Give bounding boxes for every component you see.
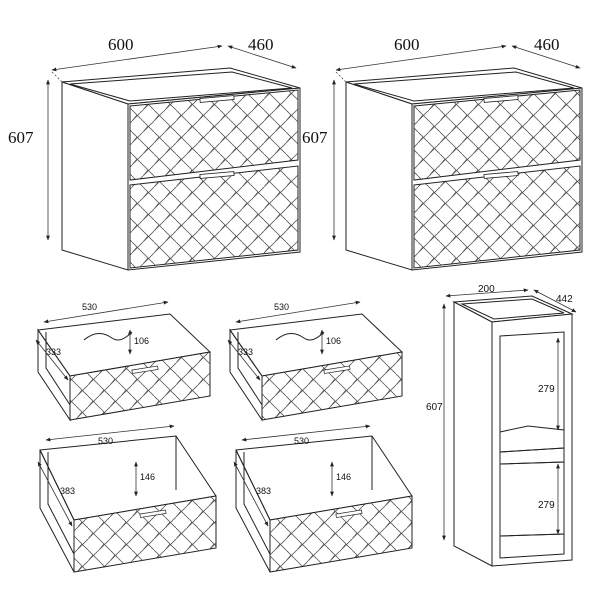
cabinet-1-width-label: 600 — [108, 35, 134, 54]
drawer-1-front — [69, 351, 211, 421]
drawer-4: 530 383 146 — [233, 424, 413, 573]
drawer-2: 530 333 106 — [227, 300, 404, 422]
side-unit: 200 442 607 279 279 — [426, 284, 577, 567]
cabinet-1-lower-drawer-front — [129, 165, 299, 269]
drawer-2-width-label: 530 — [274, 302, 289, 312]
drawer-3-width-label: 530 — [98, 436, 113, 446]
drawer-2-height-label: 106 — [326, 336, 341, 346]
side-unit-side-panel — [453, 301, 493, 567]
cabinet-1-upper-handle — [199, 95, 235, 103]
cabinet-2-upper-handle — [483, 95, 519, 103]
drawer-2-handle — [323, 365, 351, 374]
cabinet-2-upper-drawer-front — [413, 89, 581, 181]
drawer-1-handle — [131, 365, 159, 374]
drawer-1: 530 333 106 — [35, 300, 212, 422]
cabinet-2-lower-drawer-front — [413, 165, 581, 269]
side-unit-width-label: 200 — [478, 284, 495, 295]
cabinet-2-depth-label: 460 — [534, 35, 560, 54]
drawer-1-width-label: 530 — [82, 302, 97, 312]
drawer-2-front — [261, 351, 403, 421]
side-unit-upper-compartment-label: 279 — [538, 384, 555, 395]
cabinet-1: 600 460 607 — [8, 35, 301, 271]
cabinet-1-side-panel — [61, 81, 129, 271]
drawer-4-width-label: 530 — [294, 436, 309, 446]
side-unit-lower-compartment-label: 279 — [538, 500, 555, 511]
drawer-4-depth-label: 383 — [256, 486, 271, 496]
drawer-3-front — [73, 495, 217, 573]
drawer-1-depth-label: 333 — [46, 347, 61, 357]
cabinet-1-depth-label: 460 — [248, 35, 274, 54]
side-unit-depth-label: 442 — [556, 294, 573, 305]
cabinet-2-side-panel — [345, 81, 413, 271]
cabinet-1-upper-drawer-front — [129, 89, 299, 181]
cabinet-2-width-label: 600 — [394, 35, 420, 54]
cabinet-2-lower-handle — [483, 171, 519, 179]
drawer-2-depth-label: 333 — [238, 347, 253, 357]
drawer-3-handle — [139, 509, 167, 518]
side-unit-height-label: 607 — [426, 402, 443, 413]
cabinet-2: 600 460 607 — [302, 35, 583, 271]
drawer-4-handle — [335, 509, 363, 518]
cabinet-2-height-label: 607 — [302, 128, 328, 147]
drawer-4-front — [269, 495, 413, 573]
drawer-4-height-label: 146 — [336, 472, 351, 482]
cabinet-1-lower-handle — [199, 171, 235, 179]
cabinet-1-height-label: 607 — [8, 128, 34, 147]
side-unit-middle-shelf — [499, 425, 565, 453]
drawer-3-depth-label: 383 — [60, 486, 75, 496]
drawer-3: 530 383 146 — [37, 424, 217, 573]
drawer-1-height-label: 106 — [134, 336, 149, 346]
drawer-3-height-label: 146 — [140, 472, 155, 482]
